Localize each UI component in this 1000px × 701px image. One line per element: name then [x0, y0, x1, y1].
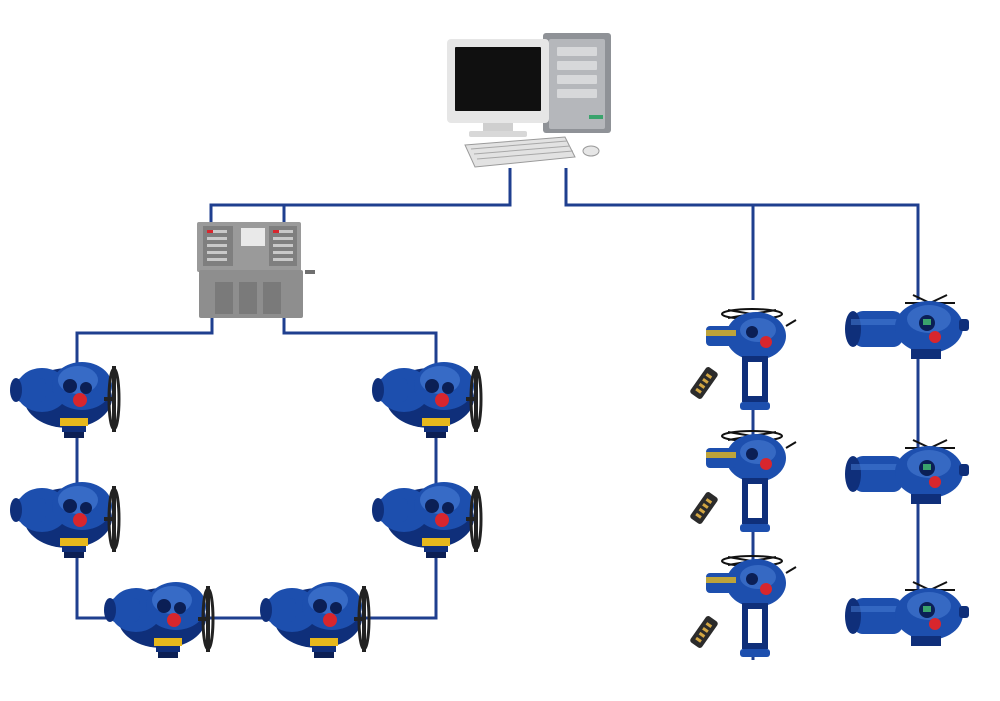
actuator-linear-icon[interactable] — [705, 430, 797, 533]
actuator-rotary-icon[interactable] — [844, 581, 970, 647]
actuator-handwheel-icon[interactable] — [370, 480, 483, 560]
computer-icon[interactable] — [447, 33, 611, 168]
remote-control-icon[interactable] — [689, 614, 719, 650]
actuator-linear-icon[interactable] — [705, 308, 797, 411]
actuator-handwheel-icon[interactable] — [258, 580, 371, 660]
device-nodes — [8, 33, 970, 660]
remote-control-icon[interactable] — [689, 365, 719, 401]
actuator-handwheel-icon[interactable] — [8, 360, 121, 440]
remote-control-icon[interactable] — [689, 490, 719, 526]
actuator-handwheel-icon[interactable] — [102, 580, 215, 660]
actuator-handwheel-icon[interactable] — [370, 360, 483, 440]
actuator-handwheel-icon[interactable] — [8, 480, 121, 560]
control-panel-icon[interactable] — [197, 222, 315, 318]
wire-segment — [75, 316, 438, 620]
actuator-rotary-icon[interactable] — [844, 294, 970, 360]
wire-segment — [209, 168, 512, 222]
actuator-rotary-icon[interactable] — [844, 439, 970, 505]
wire-segment — [564, 168, 920, 300]
actuator-linear-icon[interactable] — [705, 555, 797, 658]
